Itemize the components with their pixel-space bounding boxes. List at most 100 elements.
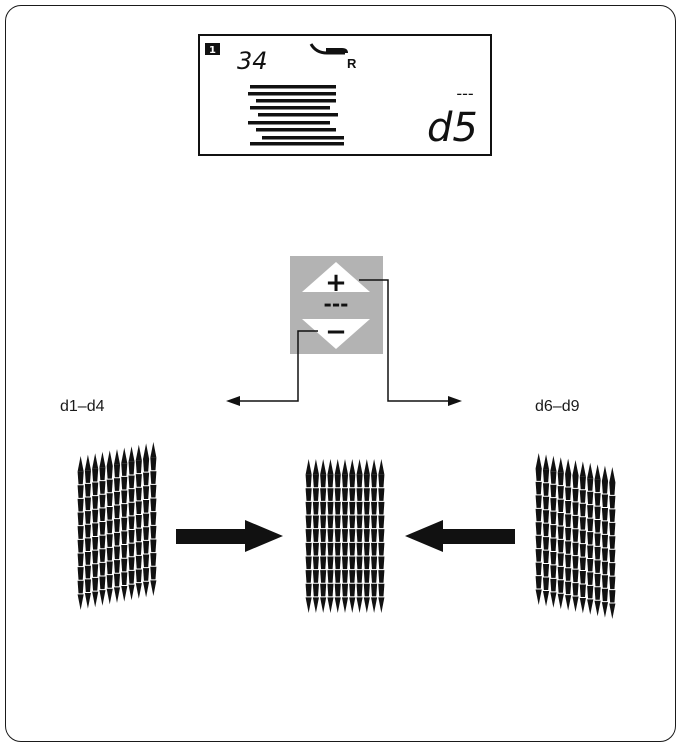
stitch-mark <box>135 487 142 501</box>
presser-foot-icon <box>309 43 348 55</box>
stitch-mark <box>84 538 91 552</box>
lcd-display: 1 34 R --- d5 <box>198 34 492 156</box>
stitch-mark <box>572 542 579 556</box>
stitch-mark <box>143 472 150 486</box>
stitch-mark <box>106 506 113 520</box>
stitch-mark <box>601 548 609 561</box>
stitch-mark <box>341 570 349 583</box>
stitch-mark <box>150 484 157 498</box>
stitch-mark <box>601 507 609 521</box>
stitch-mark <box>77 553 84 567</box>
stitch-mark <box>363 488 370 501</box>
stitch-mark <box>305 570 312 583</box>
stitch-mark <box>113 532 121 546</box>
stitch-mark <box>550 525 557 538</box>
stitch-mark <box>579 476 586 490</box>
stitch-mark <box>121 585 128 602</box>
stitch-mark <box>150 498 157 512</box>
stitch-mark <box>557 486 564 499</box>
stitch-sample-center <box>305 459 385 613</box>
stitch-mark <box>113 573 121 587</box>
stitch-mark <box>349 459 356 475</box>
stitch-mark <box>327 529 334 542</box>
stitch-mark <box>135 555 142 569</box>
stitch-mark <box>135 542 142 555</box>
stitch-mark <box>535 576 542 589</box>
minus-button[interactable]: − <box>302 317 370 349</box>
stitch-mark <box>557 472 564 486</box>
stitch-mark <box>371 501 378 515</box>
stitch-mark <box>77 485 84 498</box>
stitch-mark <box>572 488 579 502</box>
stitch-mark <box>327 542 334 556</box>
stitch-mark <box>579 503 586 517</box>
stitch-mark <box>135 569 142 583</box>
stitch-mark <box>341 515 349 529</box>
stitch-mark <box>334 570 341 583</box>
stitch-mark <box>341 583 349 597</box>
stitch-mark <box>378 459 385 475</box>
stitch-mark <box>312 583 319 597</box>
stitch-mark <box>371 515 378 529</box>
stitch-mark <box>334 529 341 542</box>
stitch-mark <box>99 508 106 521</box>
stitch-mark <box>349 583 356 597</box>
stitch-mark <box>579 571 586 584</box>
stitch-mark <box>349 474 356 488</box>
stitch-mark <box>371 459 378 475</box>
memory-1-icon: 1 <box>205 43 220 56</box>
stitch-mark <box>557 553 564 566</box>
stitch-mark <box>550 455 557 472</box>
stitch-mark <box>92 509 99 523</box>
stitch-mark <box>143 527 150 540</box>
stitch-mark <box>113 546 121 560</box>
stitch-mark <box>84 565 91 579</box>
stitch-mark <box>305 542 312 556</box>
stitch-mark <box>341 556 349 570</box>
stitch-mark <box>320 459 327 475</box>
stitch-mark <box>312 488 319 501</box>
stitch-mark <box>557 566 564 580</box>
stitch-mark <box>601 575 609 588</box>
stitch-mark <box>312 529 319 542</box>
stitch-mark <box>363 529 370 542</box>
stitch-mark <box>535 522 542 535</box>
stitch-mark <box>341 474 349 488</box>
stitch-mark <box>371 583 378 597</box>
stitch-mark <box>135 583 142 599</box>
stitch-mark <box>378 583 385 597</box>
stitch-mark <box>579 544 586 557</box>
stitch-mark <box>327 556 334 570</box>
stitch-mark <box>572 583 579 596</box>
stitch-mark <box>128 570 135 584</box>
stitch-mark <box>594 573 601 587</box>
stitch-mark <box>363 556 370 570</box>
stitch-mark <box>363 570 370 583</box>
stitch-mark <box>601 465 609 482</box>
stitch-mark <box>356 515 363 529</box>
stitch-mark <box>356 570 363 583</box>
stitch-mark <box>371 474 378 488</box>
stitch-mark <box>135 460 142 474</box>
stitch-mark <box>356 474 363 488</box>
stitch-mark <box>312 459 319 475</box>
stitch-mark <box>77 526 84 539</box>
stitch-mark <box>320 474 327 488</box>
stitch-mark <box>378 488 385 501</box>
stitch-mark <box>363 597 370 613</box>
stitch-mark <box>84 483 91 497</box>
stitch-mark <box>334 501 341 515</box>
stitch-mark <box>557 513 564 526</box>
stitch-mark <box>113 560 121 573</box>
stitch-mark <box>587 505 594 518</box>
stitch-mark <box>535 453 542 469</box>
stitch-mark <box>349 515 356 529</box>
stitch-mark <box>557 457 564 473</box>
plus-button[interactable]: + <box>302 262 370 298</box>
stitch-mark <box>312 556 319 570</box>
stitch-mark <box>557 593 564 610</box>
stitch-mark <box>320 597 327 613</box>
stitch-mark <box>77 456 84 472</box>
stitch-mark <box>312 597 319 613</box>
stitch-sample-right <box>535 453 616 619</box>
